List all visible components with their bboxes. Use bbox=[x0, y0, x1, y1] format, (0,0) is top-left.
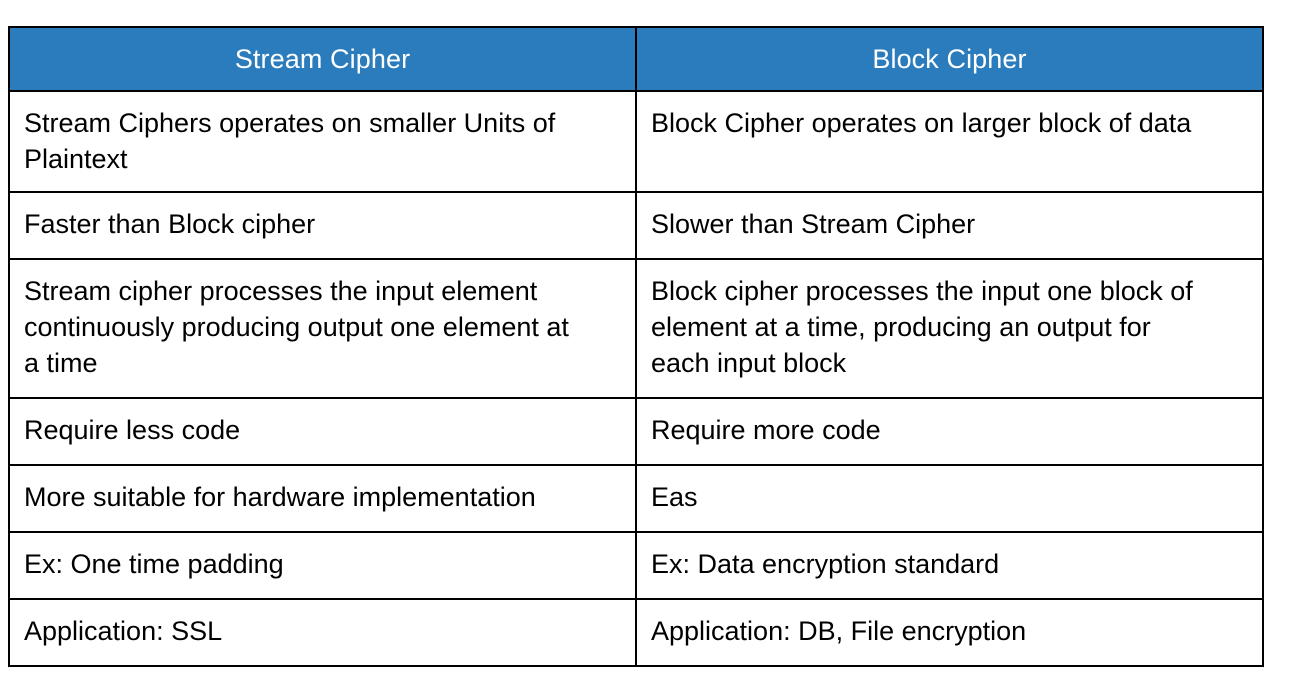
cell-block-cipher: Block Cipher operates on larger block of… bbox=[635, 90, 1264, 193]
cell-text: Slower than Stream Cipher bbox=[651, 209, 976, 239]
cell-block-cipher: Block cipher processes the input one blo… bbox=[635, 258, 1264, 399]
cell-stream-cipher: Ex: One time padding bbox=[8, 531, 637, 600]
cell-block-cipher: Ex: Data encryption standard bbox=[635, 531, 1264, 600]
cell-text: Faster than Block cipher bbox=[24, 209, 316, 239]
cell-block-cipher: Require more code bbox=[635, 397, 1264, 466]
cell-text: Block cipher processes the input one blo… bbox=[651, 276, 1193, 378]
cell-block-cipher: Slower than Stream Cipher bbox=[635, 191, 1264, 260]
cell-text: Ex: Data encryption standard bbox=[651, 549, 1000, 579]
table-row: More suitable for hardware implementatio… bbox=[8, 464, 1264, 533]
cell-text: Stream cipher processes the input elemen… bbox=[24, 276, 569, 378]
table-row: Require less code Require more code bbox=[8, 397, 1264, 466]
table-row: Stream Ciphers operates on smaller Units… bbox=[8, 90, 1264, 193]
cell-text: Require more code bbox=[651, 415, 881, 445]
table-row: Faster than Block cipher Slower than Str… bbox=[8, 191, 1264, 260]
cell-block-cipher: Eas bbox=[635, 464, 1264, 533]
table-header-row: Stream Cipher Block Cipher bbox=[8, 26, 1264, 92]
cell-text: Block Cipher operates on larger block of… bbox=[651, 108, 1192, 138]
cell-stream-cipher: Require less code bbox=[8, 397, 637, 466]
cell-text: Stream Ciphers operates on smaller Units… bbox=[24, 108, 556, 174]
cell-text: Application: SSL bbox=[24, 616, 223, 646]
table-row: Stream cipher processes the input elemen… bbox=[8, 258, 1264, 399]
cell-stream-cipher: Stream cipher processes the input elemen… bbox=[8, 258, 637, 399]
cell-stream-cipher: Stream Ciphers operates on smaller Units… bbox=[8, 90, 637, 193]
cell-text: Require less code bbox=[24, 415, 241, 445]
cell-stream-cipher: Application: SSL bbox=[8, 598, 637, 667]
table-header: Stream Cipher Block Cipher bbox=[8, 26, 1264, 92]
cell-stream-cipher: Faster than Block cipher bbox=[8, 191, 637, 260]
cell-stream-cipher: More suitable for hardware implementatio… bbox=[8, 464, 637, 533]
column-header-stream-cipher: Stream Cipher bbox=[8, 26, 637, 92]
table-row: Application: SSL Application: DB, File e… bbox=[8, 598, 1264, 667]
table-row: Ex: One time padding Ex: Data encryption… bbox=[8, 531, 1264, 600]
cell-text: Application: DB, File encryption bbox=[651, 616, 1027, 646]
column-header-block-cipher: Block Cipher bbox=[635, 26, 1264, 92]
cell-text: Eas bbox=[651, 482, 698, 512]
table-body: Stream Ciphers operates on smaller Units… bbox=[8, 90, 1264, 667]
cell-block-cipher: Application: DB, File encryption bbox=[635, 598, 1264, 667]
cipher-comparison-table: Stream Cipher Block Cipher Stream Cipher… bbox=[8, 26, 1264, 667]
cell-text: Ex: One time padding bbox=[24, 549, 284, 579]
cell-text: More suitable for hardware implementatio… bbox=[24, 482, 536, 512]
